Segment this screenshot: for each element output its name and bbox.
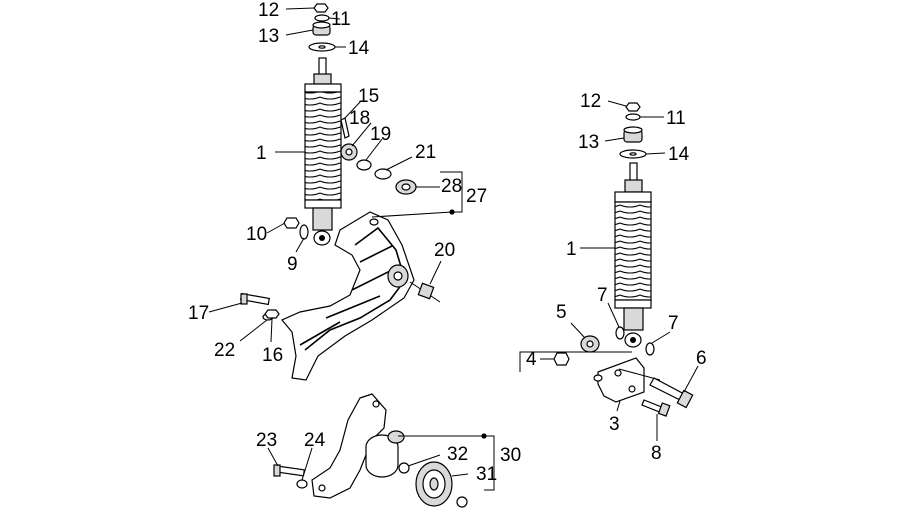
- nut-16: [264, 309, 280, 319]
- label-17: 17: [188, 303, 209, 324]
- nut-10: [283, 217, 300, 229]
- label-14: 14: [348, 38, 370, 59]
- rubber-bushing-13-right: [623, 126, 643, 143]
- label-27: 27: [466, 186, 487, 207]
- pin-15: [340, 117, 350, 139]
- label-30: 30: [500, 445, 521, 466]
- label-21: 21: [415, 142, 436, 163]
- right-shock-assembly: [553, 102, 694, 417]
- label-13: 13: [258, 26, 279, 47]
- washer-21: [374, 168, 392, 180]
- label-31: 31: [476, 464, 497, 485]
- bolt-17: [239, 292, 271, 306]
- bracket-3: [593, 357, 645, 403]
- rubber-bushing-13: [312, 21, 331, 36]
- label-32: 32: [447, 444, 468, 465]
- bolt-8: [641, 399, 671, 417]
- label-9: 9: [287, 254, 298, 275]
- left-shock-assembly: [239, 3, 441, 381]
- right-labels: 12 11 13 14 1 7 7 5 4 6 3 8: [526, 91, 707, 464]
- top-nut-12-right: [625, 102, 641, 112]
- label-1: 1: [256, 143, 267, 164]
- label-3: 3: [609, 414, 620, 435]
- label-7-left: 7: [597, 285, 608, 306]
- label-28: 28: [441, 176, 462, 197]
- label-12: 12: [258, 0, 279, 21]
- label-5: 5: [556, 302, 567, 323]
- washer-19: [356, 159, 372, 171]
- washer-11-right: [625, 113, 641, 121]
- label-1-right: 1: [566, 239, 577, 260]
- label-18: 18: [349, 108, 370, 129]
- mount-bracket: [311, 393, 387, 499]
- silent-block-31: [415, 461, 453, 507]
- group-dot-27: [449, 209, 455, 215]
- label-7-right: 7: [668, 313, 679, 334]
- washer-9: [299, 224, 309, 240]
- label-19: 19: [370, 124, 391, 145]
- washer-7-left: [615, 326, 625, 340]
- left-leader-lines: [208, 7, 463, 343]
- bolt-6: [649, 377, 694, 409]
- left-labels: 12 11 13 14 1 15 18 19 21 28 27 10 9 20 …: [188, 0, 487, 366]
- shock-absorber-1: [304, 57, 342, 246]
- bottom-labels: 23 24 32 31 30: [256, 430, 521, 485]
- engine-support-bracket-27: [281, 211, 441, 381]
- bearing-28: [395, 179, 417, 195]
- label-23: 23: [256, 430, 277, 451]
- right-leader-lines: [519, 100, 699, 441]
- bottom-leader-lines: [267, 435, 495, 491]
- spacer-18: [340, 143, 358, 161]
- label-10: 10: [246, 224, 267, 245]
- label-11: 11: [331, 9, 351, 30]
- label-12-right: 12: [580, 91, 601, 112]
- washer-32: [398, 462, 410, 474]
- bottom-mount-assembly: [273, 393, 468, 508]
- group-dot-30: [481, 433, 487, 439]
- spacer-5: [580, 335, 600, 353]
- label-11-right: 11: [666, 108, 686, 129]
- label-16: 16: [262, 345, 283, 366]
- label-15: 15: [358, 86, 379, 107]
- bolt-20: [417, 282, 435, 300]
- washer-small: [456, 496, 468, 508]
- label-4: 4: [526, 349, 537, 370]
- label-14-right: 14: [668, 144, 690, 165]
- label-13-right: 13: [578, 132, 599, 153]
- cup-washer-14-right: [619, 149, 647, 159]
- washer-24: [296, 479, 308, 489]
- tube-sleeve: [365, 430, 405, 478]
- shock-absorber-1-right: [614, 162, 652, 348]
- label-8: 8: [651, 443, 662, 464]
- label-22: 22: [214, 340, 235, 361]
- bolt-23: [273, 464, 305, 477]
- label-6: 6: [696, 348, 707, 369]
- nut-4: [553, 352, 570, 366]
- label-20: 20: [434, 240, 455, 261]
- cup-washer-14: [308, 42, 336, 52]
- washer-11: [314, 14, 330, 22]
- top-nut-12: [313, 3, 329, 13]
- label-24: 24: [304, 430, 326, 451]
- washer-7-right: [645, 342, 655, 356]
